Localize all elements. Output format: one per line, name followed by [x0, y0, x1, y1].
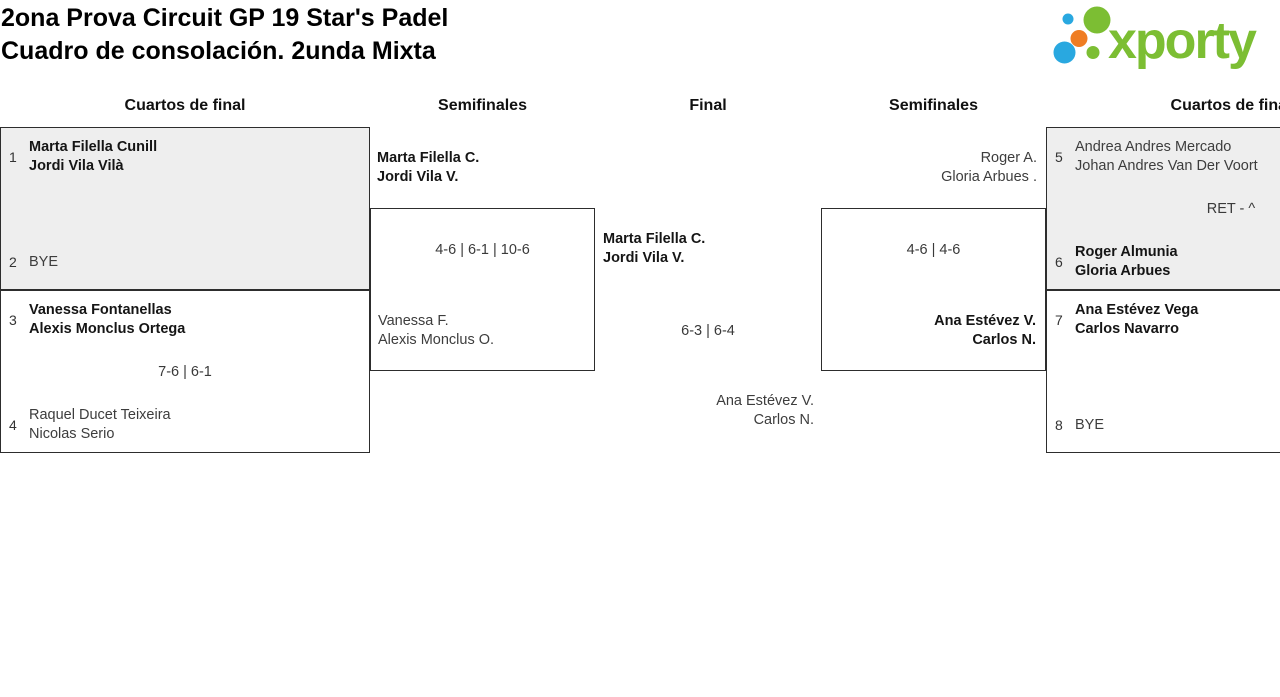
team-row: 6 Roger Almunia Gloria Arbues [1055, 243, 1280, 281]
semifinal-right-loser: Roger A. Gloria Arbues . [941, 149, 1037, 187]
semifinal-left-winner: Marta Filella C. Jordi Vila V. [377, 149, 479, 187]
team-row: 5 Andrea Andres Mercado Johan Andres Van… [1055, 138, 1280, 176]
team-name: Jordi Vila Vilà [29, 158, 124, 174]
team-bye: BYE [29, 253, 59, 270]
match-score: 4-6 | 4-6 [906, 242, 961, 258]
team-name: Ana Estévez Vega [1075, 302, 1199, 318]
seed-number: 5 [1055, 149, 1063, 165]
logo-wordmark: xporty [1108, 12, 1257, 70]
team-name: Jordi Vila V. [377, 169, 459, 185]
team-name: Carlos N. [753, 412, 814, 428]
team-name: Roger A. [980, 150, 1037, 166]
team-name: Vanessa F. [378, 313, 449, 329]
team-name: Carlos Navarro [1075, 321, 1179, 337]
team-name: Jordi Vila V. [603, 250, 685, 266]
column-header-final: Final [689, 97, 727, 114]
team-name: Gloria Arbues [1075, 263, 1171, 279]
logo-dot-blue-small [1062, 13, 1074, 25]
seed-number: 1 [9, 149, 17, 165]
page-subtitle: Cuadro de consolación. 2unda Mixta [1, 37, 436, 65]
team-name: Alexis Monclus Ortega [29, 321, 186, 337]
team-name: Raquel Ducet Teixeira [29, 407, 171, 423]
match-box-semifinal-right: 4-6 | 4-6 Ana Estévez V. Carlos N. [821, 208, 1046, 371]
xporty-logo[interactable]: xporty [1046, 2, 1280, 70]
team-name: Roger Almunia [1075, 244, 1178, 260]
seed-number: 6 [1055, 254, 1063, 270]
final-loser: Ana Estévez V. Carlos N. [716, 392, 814, 430]
team-name: Ana Estévez V. [934, 313, 1036, 329]
column-header-quarterfinals-right: Cuartos de final [1170, 97, 1280, 114]
seed-number: 8 [1055, 417, 1063, 433]
column-header-semifinals-right: Semifinales [889, 97, 978, 114]
semifinal-left-loser: Vanessa F. Alexis Monclus O. [378, 312, 494, 350]
team-row: 1 Marta Filella Cunill Jordi Vila Vilà [9, 138, 363, 176]
team-name: Carlos N. [972, 332, 1036, 348]
seed-number: 4 [9, 417, 17, 433]
match-box-qf1: 1 Marta Filella Cunill Jordi Vila Vilà 2… [0, 127, 370, 290]
seed-number: 2 [9, 254, 17, 270]
logo-dot-green-small [1086, 46, 1100, 59]
page-title: 2ona Prova Circuit GP 19 Star's Padel [1, 4, 449, 32]
match-box-qf4: 7 Ana Estévez Vega Carlos Navarro 8 BYE [1046, 290, 1280, 453]
team-row: 8 BYE [1055, 406, 1280, 444]
logo-dot-green-large [1083, 6, 1111, 34]
team-name: Marta Filella C. [377, 150, 480, 166]
team-row: 7 Ana Estévez Vega Carlos Navarro [1055, 301, 1280, 339]
team-row: 4 Raquel Ducet Teixeira Nicolas Serio [9, 406, 363, 444]
match-score: 4-6 | 6-1 | 10-6 [435, 242, 530, 258]
final-winner: Marta Filella C. Jordi Vila V. [603, 230, 705, 268]
team-name: Johan Andres Van Der Voort [1075, 158, 1258, 174]
final-score: 6-3 | 6-4 [681, 323, 735, 339]
team-name: Andrea Andres Mercado [1075, 139, 1232, 155]
team-row: 3 Vanessa Fontanellas Alexis Monclus Ort… [9, 301, 363, 339]
team-name: Ana Estévez V. [716, 393, 814, 409]
seed-number: 3 [9, 312, 17, 328]
team-bye: BYE [1075, 416, 1105, 433]
match-box-semifinal-left: 4-6 | 6-1 | 10-6 Vanessa F. Alexis Moncl… [370, 208, 595, 371]
match-box-qf3: 5 Andrea Andres Mercado Johan Andres Van… [1046, 127, 1280, 290]
team-name: Gloria Arbues . [941, 169, 1037, 185]
team-name: Marta Filella C. [603, 231, 706, 247]
match-score: RET - ^ [1206, 200, 1256, 217]
team-name: Marta Filella Cunill [29, 139, 158, 155]
logo-dot-orange [1070, 30, 1088, 47]
match-box-qf2: 3 Vanessa Fontanellas Alexis Monclus Ort… [0, 290, 370, 453]
logo-dot-blue-large [1053, 41, 1076, 64]
column-header-semifinals-left: Semifinales [438, 97, 527, 114]
team-row: 2 BYE [9, 243, 363, 281]
semifinal-right-winner: Ana Estévez V. Carlos N. [934, 312, 1036, 350]
team-name: Vanessa Fontanellas [29, 302, 172, 318]
match-score: 7-6 | 6-1 [158, 363, 212, 380]
team-name: Nicolas Serio [29, 426, 115, 442]
column-header-quarterfinals-left: Cuartos de final [124, 97, 246, 114]
team-name: Alexis Monclus O. [378, 332, 495, 348]
seed-number: 7 [1055, 312, 1063, 328]
